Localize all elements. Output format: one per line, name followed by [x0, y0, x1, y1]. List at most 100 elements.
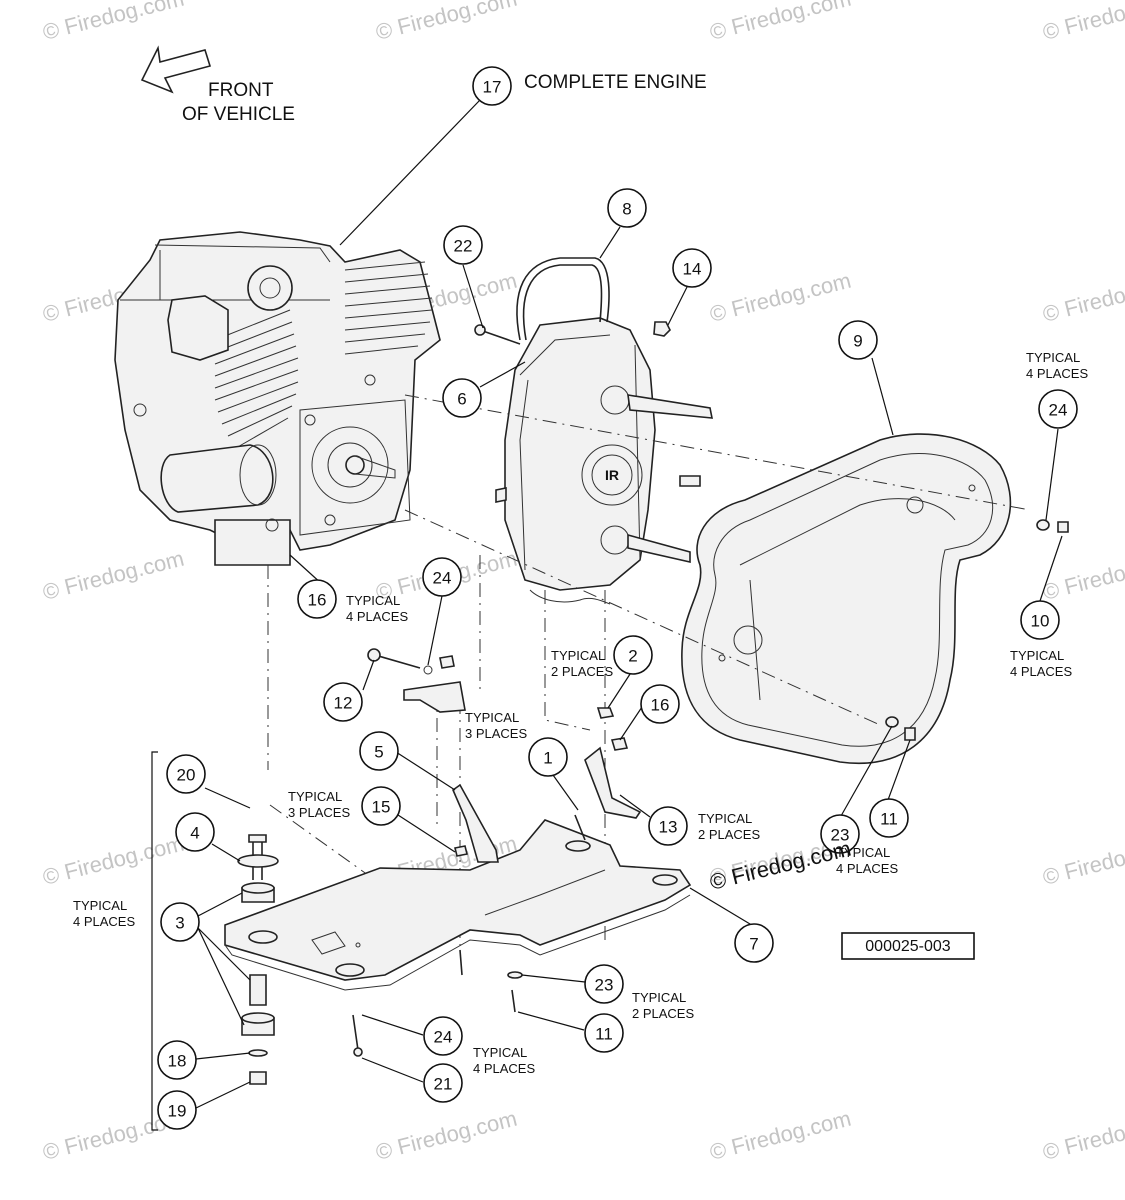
- engine-illustration: [114, 231, 441, 566]
- callout-19: 19: [157, 1090, 197, 1130]
- typical-note: TYPICAL: [73, 898, 127, 913]
- callout-number: 13: [659, 818, 678, 837]
- typical-note: TYPICAL: [698, 811, 752, 826]
- group-bracket: [151, 751, 158, 1131]
- callout-number: 9: [853, 332, 862, 351]
- typical-note: 4 PLACES: [473, 1061, 535, 1076]
- typical-note: 2 PLACES: [632, 1006, 694, 1021]
- callout-circle: [838, 320, 878, 360]
- watermark-text: © Firedog.com: [707, 0, 853, 45]
- callout-circle: [584, 964, 624, 1004]
- copyright-text: © Firedog.com: [707, 836, 853, 895]
- callout-24: 24: [1038, 389, 1078, 429]
- typical-note: TYPICAL: [346, 593, 400, 608]
- callout-5: 5: [359, 731, 399, 771]
- typical-note: 4 PLACES: [836, 861, 898, 876]
- typical-note: TYPICAL: [1010, 648, 1064, 663]
- typical-note: 2 PLACES: [698, 827, 760, 842]
- callout-circle: [734, 923, 774, 963]
- callout-circle: [648, 806, 688, 846]
- front-label-line2: OF VEHICLE: [182, 104, 295, 125]
- watermark-text: © Firedog.com: [40, 546, 186, 605]
- callout-circle: [640, 684, 680, 724]
- callout-17: 17: [472, 66, 512, 106]
- callout-number: 19: [168, 1102, 187, 1121]
- callout-number: 7: [749, 935, 758, 954]
- typical-note: TYPICAL: [288, 789, 342, 804]
- callout-number: 22: [454, 237, 473, 256]
- watermark-text: © Firedog.com: [373, 0, 519, 45]
- callout-number: 21: [434, 1075, 453, 1094]
- callout-circle: [166, 754, 206, 794]
- isolator-stack-illustration: [237, 834, 523, 1085]
- callout-1: 1: [528, 737, 568, 777]
- typical-note: 2 PLACES: [551, 664, 613, 679]
- callout-number: 14: [683, 260, 702, 279]
- callout-number: 24: [434, 1028, 453, 1047]
- typical-note: 4 PLACES: [346, 609, 408, 624]
- typical-note: TYPICAL: [473, 1045, 527, 1060]
- callout-number: 24: [1049, 401, 1068, 420]
- callout-circle: [672, 248, 712, 288]
- callout-23: 23: [584, 964, 624, 1004]
- callout-11: 11: [584, 1013, 624, 1053]
- callout-16: 16: [297, 579, 337, 619]
- callout-circle: [443, 225, 483, 265]
- callout-number: 10: [1031, 612, 1050, 631]
- callout-7: 7: [734, 923, 774, 963]
- callout-24: 24: [423, 1016, 463, 1056]
- front-label-line1: FRONT: [208, 80, 274, 101]
- brand-emblem-icon: IR: [605, 467, 619, 483]
- typical-note: 4 PLACES: [1010, 664, 1072, 679]
- callout-circle: [361, 786, 401, 826]
- callout-number: 20: [177, 766, 196, 785]
- callout-15: 15: [361, 786, 401, 826]
- brackets-illustration: [367, 648, 642, 863]
- watermark-text: © Firedog.com: [1040, 831, 1125, 890]
- callout-18: 18: [157, 1040, 197, 1080]
- callout-number: 5: [374, 743, 383, 762]
- callout-10: 10: [1020, 600, 1060, 640]
- callout-number: 16: [308, 591, 327, 610]
- callout-6: 6: [442, 378, 482, 418]
- watermark-text: © Firedog.com: [373, 1106, 519, 1165]
- callout-number: 8: [622, 200, 631, 219]
- callout-24: 24: [422, 557, 462, 597]
- callout-13: 13: [648, 806, 688, 846]
- watermark-text: © Firedog.com: [1040, 546, 1125, 605]
- callout-22: 22: [443, 225, 483, 265]
- callout-circle: [584, 1013, 624, 1053]
- typical-note: 4 PLACES: [1026, 366, 1088, 381]
- callout-circle: [160, 902, 200, 942]
- typical-note: 3 PLACES: [288, 805, 350, 820]
- watermark-text: © Firedog.com: [1040, 1106, 1125, 1165]
- typical-note: TYPICAL: [551, 648, 605, 663]
- watermark-text: © Firedog.com: [40, 831, 186, 890]
- callout-4: 4: [175, 812, 215, 852]
- diagram-title: COMPLETE ENGINE: [524, 72, 707, 93]
- callout-number: 3: [175, 914, 184, 933]
- callout-circle: [423, 1063, 463, 1103]
- callout-circle: [175, 812, 215, 852]
- callout-number: 2: [628, 647, 637, 666]
- callout-number: 6: [457, 390, 466, 409]
- callout-circle: [1038, 389, 1078, 429]
- cover-hardware-illustration: [885, 519, 1069, 741]
- callout-circle: [323, 682, 363, 722]
- callout-number: 18: [168, 1052, 187, 1071]
- callout-12: 12: [323, 682, 363, 722]
- callout-circle: [157, 1090, 197, 1130]
- watermark-text: © Firedog.com: [1040, 0, 1125, 45]
- callout-circle: [442, 378, 482, 418]
- callout-circle: [472, 66, 512, 106]
- callout-number: 17: [483, 78, 502, 97]
- callout-number: 12: [334, 694, 353, 713]
- figure-id-box: [841, 932, 975, 960]
- callout-21: 21: [423, 1063, 463, 1103]
- callout-number: 23: [595, 976, 614, 995]
- watermark-text: © Firedog.com: [707, 1106, 853, 1165]
- callout-number: 1: [543, 749, 552, 768]
- leader-lines: [195, 99, 1063, 1109]
- watermark-text: © Firedog.com: [1040, 268, 1125, 327]
